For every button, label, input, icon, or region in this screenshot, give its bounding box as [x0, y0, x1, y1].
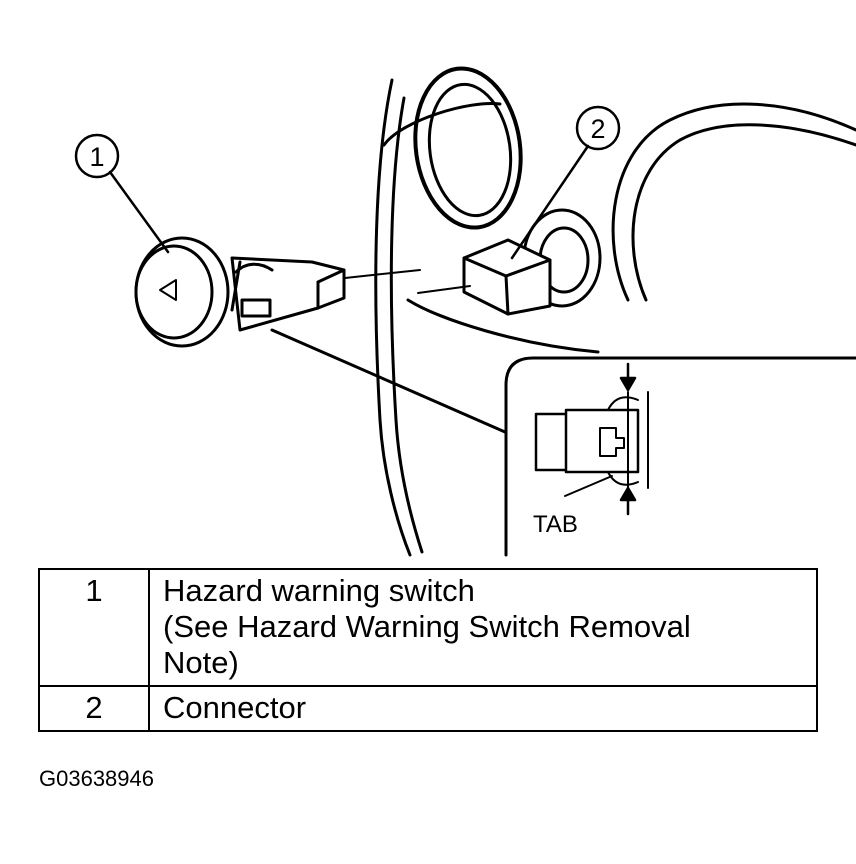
alignment-lines: [270, 269, 507, 434]
callout-2-label: 2: [590, 114, 605, 144]
legend-description: Connector: [148, 685, 818, 732]
legend-table: 1 Hazard warning switch (See Hazard Warn…: [38, 568, 818, 732]
legend-row: 1 Hazard warning switch (See Hazard Warn…: [38, 568, 818, 687]
legend-description: Hazard warning switch (See Hazard Warnin…: [148, 568, 818, 687]
tab-label: TAB: [533, 511, 578, 538]
legend-number: 2: [38, 685, 150, 732]
exploded-view-illustration: 1 2 TAB: [74, 66, 856, 557]
legend-line: (See Hazard Warning Switch Removal: [163, 609, 691, 644]
legend-line: Hazard warning switch: [163, 573, 475, 608]
connector-part: [462, 238, 552, 316]
hazard-triangle-icon: [159, 279, 177, 301]
dashboard-panel: [374, 78, 600, 557]
legend-line: Note): [163, 645, 239, 680]
callout-2: 2: [510, 105, 621, 260]
legend-line: Connector: [163, 690, 307, 725]
meter-cluster-outline: [611, 102, 856, 302]
legend-row: 2 Connector: [38, 685, 818, 732]
detail-inset: TAB: [504, 356, 856, 557]
hazard-switch-part: [134, 236, 346, 348]
press-arrow-bottom-icon: [619, 486, 637, 516]
callout-1: 1: [74, 133, 170, 254]
press-arrow-top-icon: [619, 362, 637, 392]
air-vent-ring: [413, 66, 523, 230]
legend-number: 1: [38, 568, 150, 687]
callout-1-label: 1: [89, 142, 104, 172]
figure-id: G03638946: [39, 766, 154, 791]
